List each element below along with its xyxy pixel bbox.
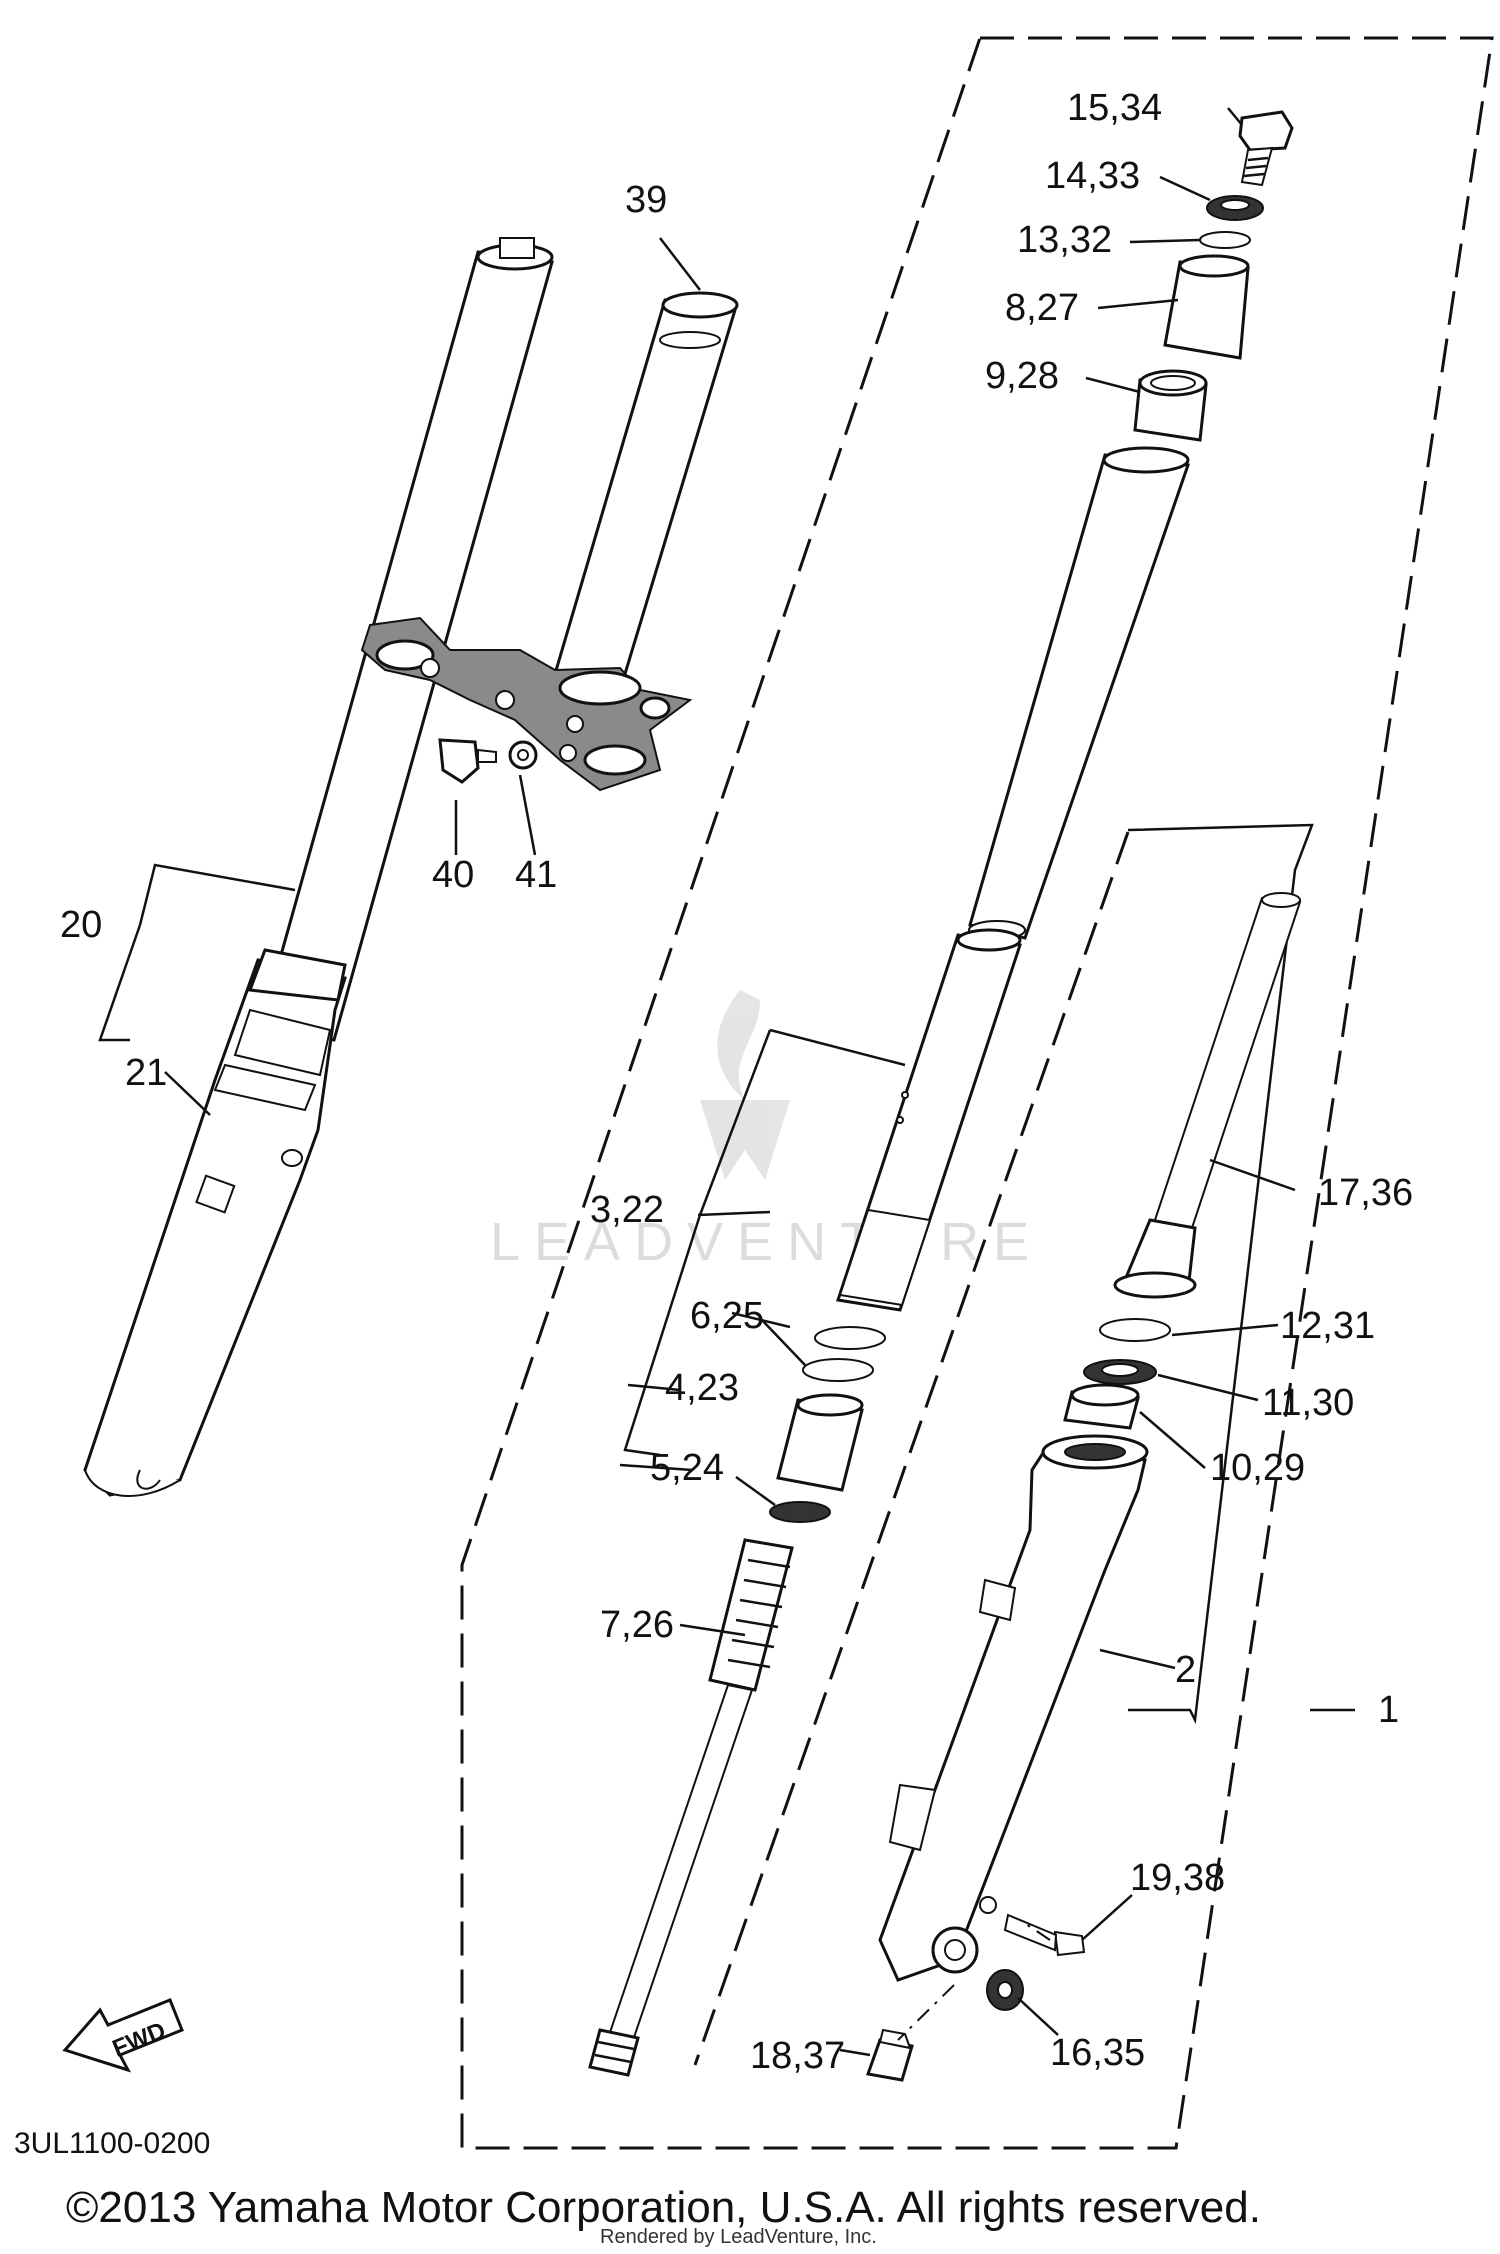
callout-8-27: 8,27	[1005, 287, 1079, 329]
callout-21: 21	[125, 1052, 167, 1094]
bracket-inner-line	[693, 831, 1130, 2066]
callout-9-28: 9,28	[985, 355, 1059, 397]
callout-16-35: 16,35	[1050, 2032, 1145, 2074]
callout-18-37: 18,37	[750, 2035, 845, 2077]
exploded-components	[588, 110, 1302, 2082]
callout-41: 41	[515, 854, 557, 896]
callout-39: 39	[625, 179, 667, 221]
callout-20: 20	[60, 904, 102, 946]
callout-15-34: 15,34	[1067, 87, 1162, 129]
left-fork-assembly	[83, 237, 739, 1497]
callout-3-22: 3,22	[590, 1189, 664, 1231]
callout-14-33: 14,33	[1045, 155, 1140, 197]
callout-2: 2	[1175, 1649, 1196, 1691]
callout-13-32: 13,32	[1017, 219, 1112, 261]
fwd-arrow-icon: FWD	[62, 1998, 184, 2073]
callout-1: 1	[1378, 1689, 1399, 1731]
callout-40: 40	[432, 854, 474, 896]
leader-lines	[98, 107, 1355, 2057]
callout-7-26: 7,26	[600, 1604, 674, 1646]
assembly-outline-1	[460, 36, 1494, 2150]
callout-4-23: 4,23	[665, 1367, 739, 1409]
callout-labels: 15,34 14,33 13,32 8,27 9,28 17,36 12,31 …	[60, 87, 1413, 2077]
callout-6-25: 6,25	[690, 1295, 764, 1337]
callout-19-38: 19,38	[1130, 1857, 1225, 1899]
callout-12-31: 12,31	[1280, 1305, 1375, 1347]
copyright-text: ©2013 Yamaha Motor Corporation, U.S.A. A…	[66, 2183, 1261, 2232]
assembly-bracket-1	[1127, 823, 1314, 1725]
callout-17-36: 17,36	[1318, 1172, 1413, 1214]
callout-5-24: 5,24	[650, 1447, 724, 1489]
rendered-by-text: Rendered by LeadVenture, Inc.	[600, 2226, 877, 2248]
drawing-code: 3UL1100-0200	[14, 2127, 210, 2160]
callout-11-30: 11,30	[1262, 1382, 1354, 1424]
callout-10-29: 10,29	[1210, 1447, 1305, 1489]
